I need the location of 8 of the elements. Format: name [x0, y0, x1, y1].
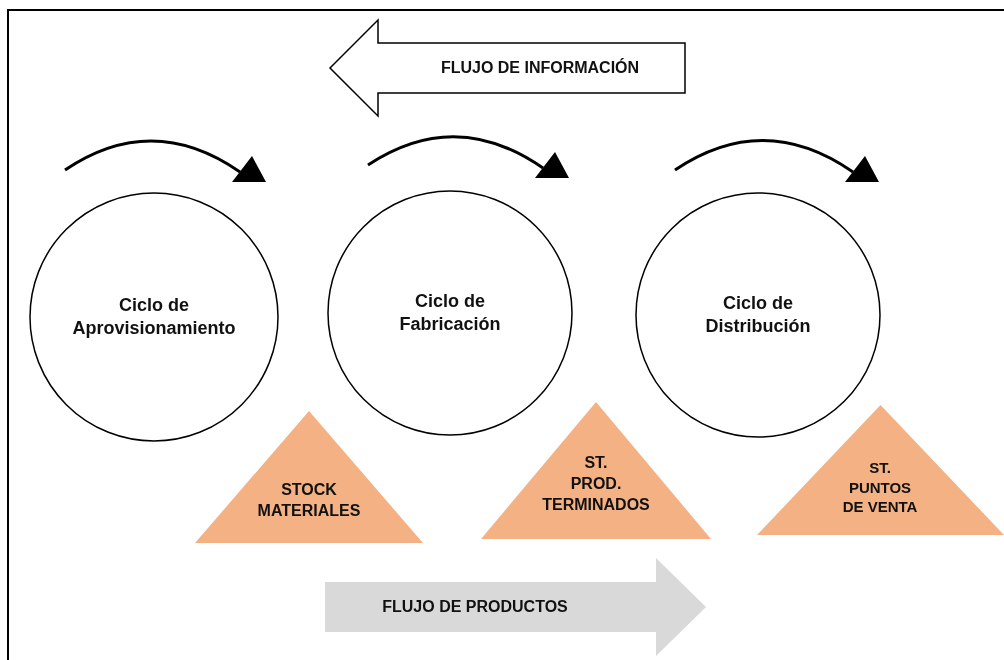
node-label: Ciclo de Aprovisionamiento [71, 293, 237, 340]
node-label: FLUJO DE PRODUCTOS [381, 596, 569, 617]
node-label: ST. PUNTOS DE VENTA [841, 457, 919, 517]
node-label: Ciclo de Fabricación [398, 289, 502, 336]
node-label: STOCK MATERIALES [256, 480, 362, 521]
node-label: Ciclo de Distribución [704, 291, 812, 338]
node-label: FLUJO DE INFORMACIÓN [439, 57, 641, 78]
node-label: ST. PROD. TERMINADOS [541, 452, 651, 515]
